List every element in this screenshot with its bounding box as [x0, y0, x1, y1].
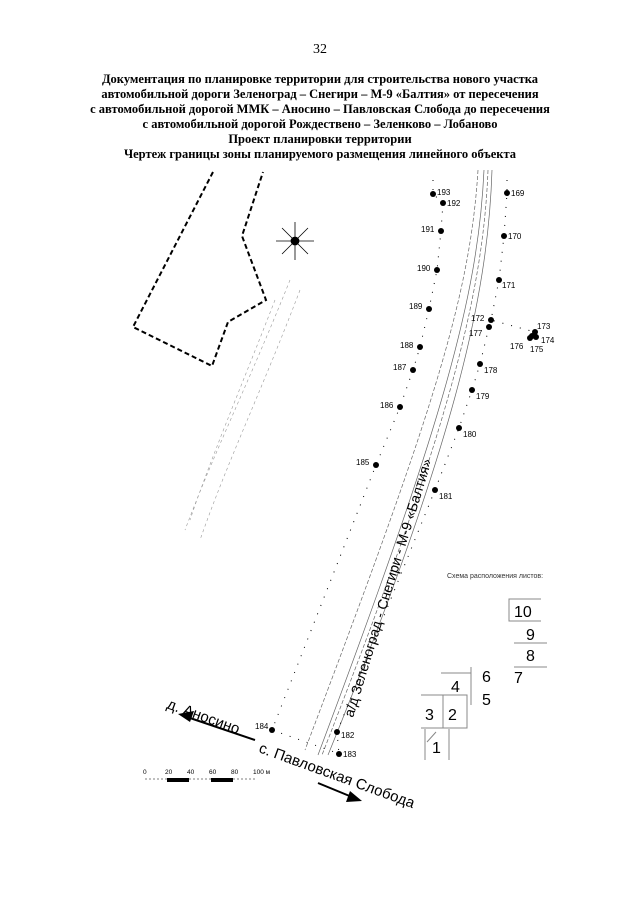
- boundary-point-label: 172: [471, 314, 485, 323]
- document-title: Документация по планировке территории дл…: [60, 72, 580, 162]
- sheet-scheme-title: Схема расположения листов:: [447, 573, 543, 580]
- boundary-point-marker: [438, 228, 444, 234]
- boundary-point-marker: [336, 751, 342, 757]
- boundary-point-marker: [486, 324, 492, 330]
- sheet-10: 10: [514, 604, 532, 621]
- boundary-point-marker: [469, 387, 475, 393]
- boundary-point-marker: [434, 267, 440, 273]
- boundary-point-marker: [426, 306, 432, 312]
- title-line: автомобильной дороги Зеленоград – Снегир…: [101, 87, 539, 101]
- boundary-point-label: 191: [421, 225, 435, 234]
- title-line: с автомобильной дорогой Рождествено – Зе…: [142, 117, 498, 131]
- sheet-3: 3: [425, 707, 434, 724]
- sheet-8: 8: [526, 648, 535, 665]
- sheet-1: 1: [432, 740, 441, 757]
- boundary-point-label: 178: [484, 366, 498, 375]
- page-number: 32: [313, 42, 327, 57]
- territory-boundary: [131, 171, 268, 368]
- boundary-point-label: 184: [255, 722, 269, 731]
- boundary-point-label: 186: [380, 401, 394, 410]
- road-label: а/д Зеленоград - Снегири - М-9 «Балтия»: [341, 456, 435, 719]
- scale-label: 100 м: [253, 769, 271, 776]
- north-arrow-icon: [276, 222, 314, 260]
- boundary-point-label: 193: [437, 188, 451, 197]
- sheet-layout-scheme: Схема расположения листов: 10 9 8 7 6 5 …: [421, 573, 547, 760]
- boundary-point-label: 170: [508, 232, 522, 241]
- boundary-point-marker: [397, 404, 403, 410]
- boundary-point-marker: [373, 462, 379, 468]
- title-line: с автомобильной дорогой ММК – Аносино – …: [90, 102, 550, 116]
- direction-arrow-west-icon: [178, 711, 256, 741]
- boundary-point-label: 189: [409, 302, 423, 311]
- boundary-point-label: 175: [530, 345, 544, 354]
- boundary-point-marker: [504, 190, 510, 196]
- boundary-point-label: 192: [447, 199, 461, 208]
- title-line: Документация по планировке территории дл…: [101, 72, 539, 86]
- boundary-point-label: 183: [343, 750, 357, 759]
- boundary-point-label: 182: [341, 731, 355, 740]
- boundary-point-label: 179: [476, 392, 490, 401]
- boundary-point-marker: [488, 317, 494, 323]
- boundary-point-label: 174: [541, 336, 555, 345]
- boundary-point-marker: [410, 367, 416, 373]
- boundary-point-label: 187: [393, 363, 407, 372]
- scale-label: 80: [231, 769, 239, 776]
- boundary-point-label: 185: [356, 458, 370, 467]
- boundary-point-label: 171: [502, 281, 516, 290]
- title-line: Проект планировки территории: [228, 132, 412, 146]
- scale-label: 60: [209, 769, 217, 776]
- sheet-7: 7: [514, 670, 523, 687]
- title-line: Чертеж границы зоны планируемого размеще…: [123, 147, 517, 161]
- boundary-point-marker: [432, 487, 438, 493]
- terrain-lines: [184, 279, 301, 541]
- sheet-4: 4: [451, 679, 460, 696]
- boundary-point-label: 190: [417, 264, 431, 273]
- sheet-6: 6: [482, 669, 491, 686]
- boundary-point-label: 188: [400, 341, 414, 350]
- boundary-point-marker: [477, 361, 483, 367]
- boundary-point-label: 181: [439, 492, 453, 501]
- place-south-label: с. Павловская Слобода: [257, 740, 418, 812]
- boundary-point-label: 180: [463, 430, 477, 439]
- scale-label: 0: [143, 769, 147, 776]
- boundary-point-marker: [496, 277, 502, 283]
- boundary-point-label: 169: [511, 189, 525, 198]
- boundary-point-label: 177: [469, 329, 483, 338]
- sheet-2: 2: [448, 707, 457, 724]
- direction-arrow-south-icon: [317, 782, 362, 802]
- sheet-5: 5: [482, 692, 491, 709]
- boundary-point-marker: [527, 335, 533, 341]
- boundary-point-marker: [269, 727, 275, 733]
- scale-label: 40: [187, 769, 195, 776]
- boundary-dotted-lines: [271, 180, 536, 755]
- boundary-point-marker: [430, 191, 436, 197]
- boundary-point-marker: [417, 344, 423, 350]
- boundary-point-label: 173: [537, 322, 551, 331]
- boundary-point-marker: [440, 200, 446, 206]
- scale-label: 20: [165, 769, 173, 776]
- scale-bar: 0 20 40 60 80 100 м: [143, 769, 271, 782]
- sheet-9: 9: [526, 627, 535, 644]
- boundary-point-marker: [501, 233, 507, 239]
- road-lines: [304, 169, 493, 756]
- boundary-point-marker: [334, 729, 340, 735]
- boundary-point-marker: [456, 425, 462, 431]
- boundary-points: 1691701711721731741751761771781791801811…: [255, 188, 555, 759]
- boundary-point-label: 176: [510, 342, 524, 351]
